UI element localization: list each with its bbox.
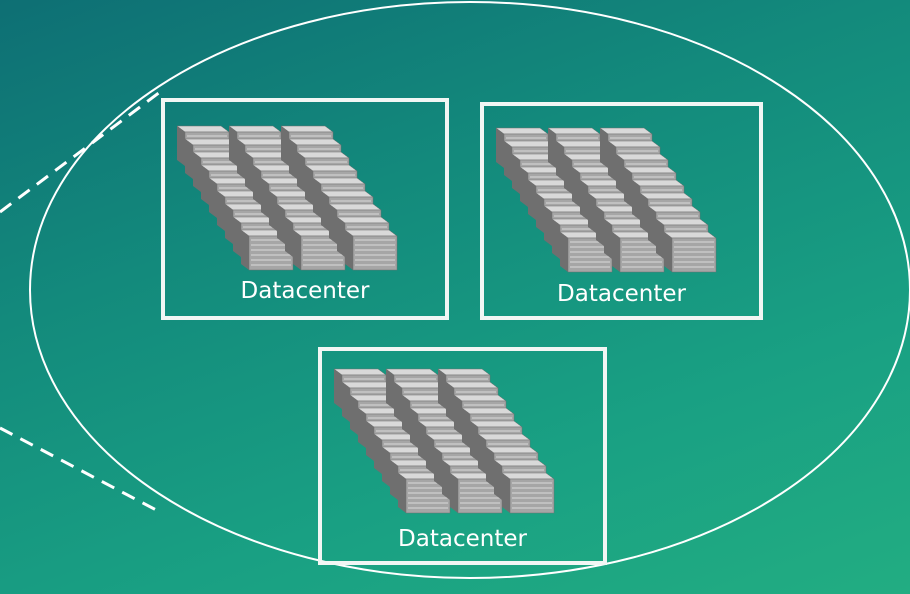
server-racks-icon: [176, 125, 398, 271]
region-ellipse: [29, 1, 910, 579]
datacenter-box-2[interactable]: Datacenter: [480, 102, 763, 320]
datacenter-box-3[interactable]: Datacenter: [318, 347, 607, 565]
datacenter-label-1: Datacenter: [240, 278, 370, 304]
dashed-connector-top: [0, 90, 161, 214]
datacenter-label-3: Datacenter: [398, 526, 527, 552]
server-racks-icon: [495, 127, 717, 273]
datacenter-label-2: Datacenter: [557, 281, 686, 307]
datacenter-box-1[interactable]: Datacenter: [161, 98, 449, 320]
server-racks-icon: [333, 368, 555, 514]
dashed-connector-bottom: [0, 426, 161, 514]
